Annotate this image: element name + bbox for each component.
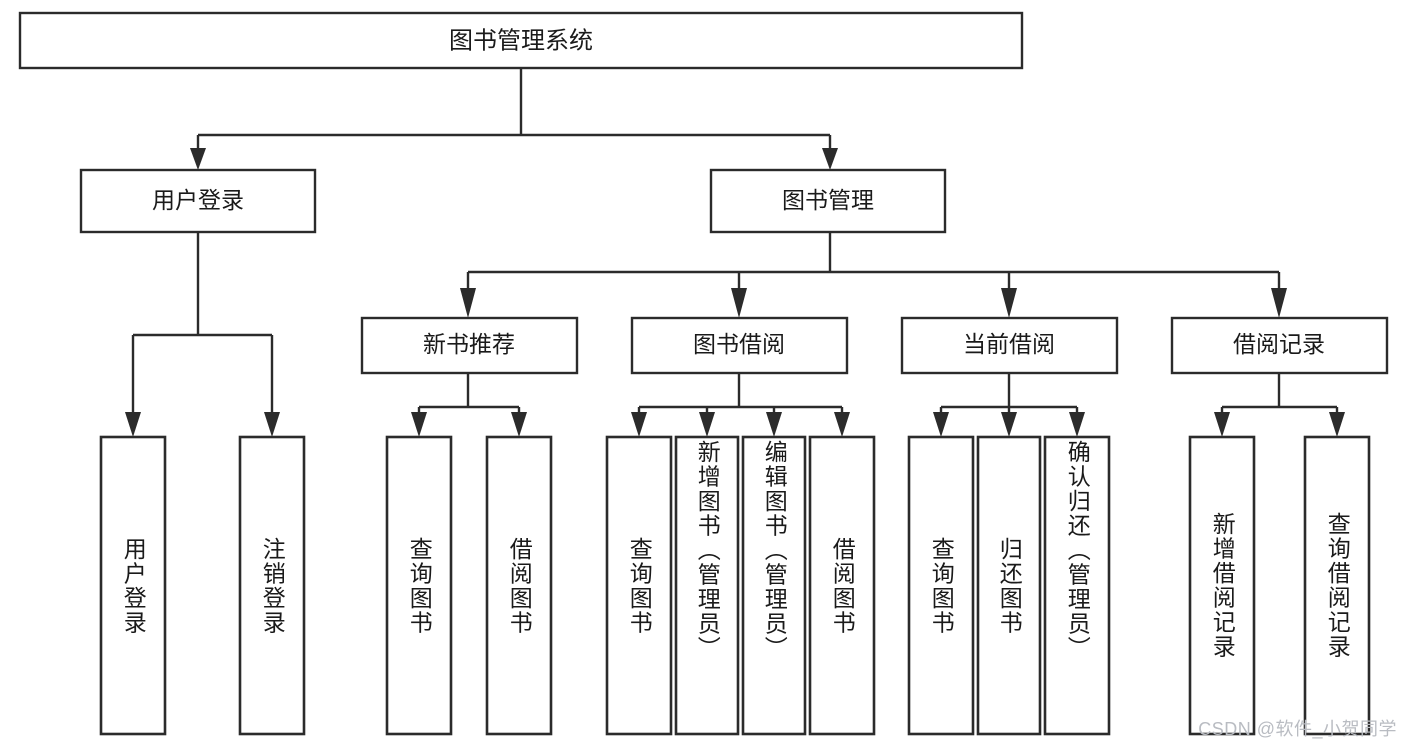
node-leaf-bb-edit-box[interactable] [741, 435, 807, 736]
arrowhead-nb-1 [411, 412, 427, 437]
node-root-label: 图书管理系统 [449, 27, 593, 54]
arrowhead-ul-1 [125, 412, 141, 437]
node-borrow-record-box[interactable] [1170, 316, 1389, 375]
arrowhead-ul-2 [264, 412, 280, 437]
node-book-manage-label: 图书管理 [782, 187, 874, 213]
arrowhead-l3-1 [460, 288, 476, 318]
arrowhead-cb-1 [933, 412, 949, 437]
node-layer: 图书管理系统 用户登录 图书管理 新书推荐 图书借阅 当前借阅 借阅记录 [18, 11, 1389, 736]
arrowhead-br-2 [1329, 412, 1345, 437]
node-borrow-record-label: 借阅记录 [1233, 331, 1325, 357]
arrowhead-bb-1 [631, 412, 647, 437]
node-current-borrow-label: 当前借阅 [963, 331, 1055, 357]
node-leaf-user-login-box[interactable] [99, 435, 167, 736]
node-leaf-cb-confirm-box[interactable] [1043, 435, 1111, 736]
connector-layer [125, 68, 1345, 437]
node-leaf-nb-borrow-box[interactable] [485, 435, 553, 736]
node-leaf-logout-box[interactable] [238, 435, 306, 736]
node-book-borrow-label: 图书借阅 [693, 331, 785, 357]
node-leaf-bb-query-box[interactable] [605, 435, 673, 736]
node-current-borrow-box[interactable] [900, 316, 1119, 375]
node-user-login-box[interactable] [79, 168, 317, 234]
arrowhead-bb-2 [699, 412, 715, 437]
node-new-book-label: 新书推荐 [423, 331, 515, 357]
arrowhead-l3-4 [1271, 288, 1287, 318]
arrowhead-bb-4 [834, 412, 850, 437]
watermark-text: CSDN @软件_小贺同学 [1198, 719, 1397, 739]
arrowhead-bb-3 [766, 412, 782, 437]
arrowhead-l3-3 [1001, 288, 1017, 318]
node-leaf-cb-return-box[interactable] [976, 435, 1042, 736]
node-leaf-nb-query-box[interactable] [385, 435, 453, 736]
node-user-login-label: 用户登录 [152, 187, 244, 213]
node-leaf-br-add-box[interactable] [1188, 435, 1256, 736]
arrowhead-nb-2 [511, 412, 527, 437]
node-leaf-br-query-box[interactable] [1303, 435, 1371, 736]
node-root-box[interactable] [18, 11, 1024, 70]
node-book-borrow-box[interactable] [630, 316, 849, 375]
arrowhead-br-1 [1214, 412, 1230, 437]
arrowhead-cb-2 [1001, 412, 1017, 437]
arrowhead-l3-2 [731, 288, 747, 318]
node-leaf-cb-query-box[interactable] [907, 435, 975, 736]
arrowhead-user-login [190, 148, 206, 170]
arrowhead-book-manage [822, 148, 838, 170]
node-new-book-box[interactable] [360, 316, 579, 375]
node-leaf-bb-borrow-box[interactable] [808, 435, 876, 736]
arrowhead-cb-3 [1069, 412, 1085, 437]
node-leaf-bb-add-box[interactable] [674, 435, 740, 736]
node-book-manage-box[interactable] [709, 168, 947, 234]
